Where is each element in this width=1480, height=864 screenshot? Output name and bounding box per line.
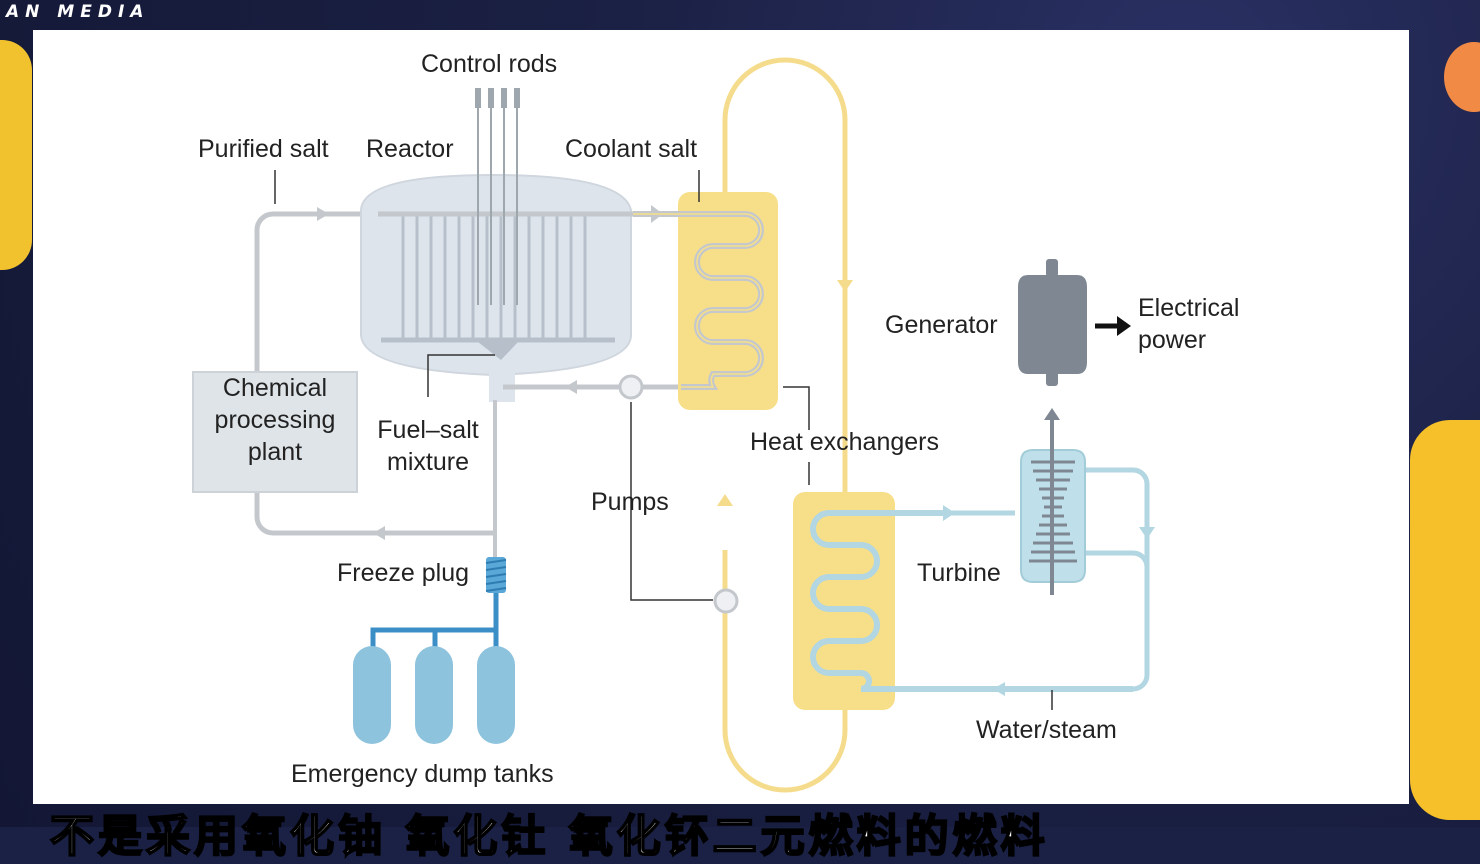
label-turbine: Turbine — [917, 559, 1001, 587]
leader-lines — [274, 170, 1053, 710]
label-reactor: Reactor — [366, 135, 454, 163]
label-electrical-line2: power — [1138, 326, 1207, 354]
dump-manifold — [370, 593, 499, 648]
dump-tank-1 — [353, 646, 391, 744]
reactor-vessel — [360, 173, 632, 377]
secondary-pump — [713, 588, 739, 614]
primary-pump — [618, 374, 644, 400]
left-planet-decoration — [0, 40, 32, 270]
water-return-arrow — [993, 682, 1005, 696]
label-pumps: Pumps — [591, 488, 669, 516]
generator-body — [1018, 275, 1087, 374]
loop-arrow-down — [1139, 527, 1155, 539]
label-freeze-plug: Freeze plug — [337, 559, 470, 587]
label-fuel-salt-line1: Fuel–salt — [377, 416, 479, 444]
channel-watermark: AN MEDIA — [6, 2, 150, 22]
subtitle-caption: 不是采用氧化铀 氧化钍 氧化钚二元燃料的燃料 — [49, 810, 1049, 863]
fuel-channels — [401, 215, 587, 338]
label-control-rods: Control rods — [421, 50, 558, 78]
coolant-flow-arrow-down — [837, 280, 853, 292]
label-chemical-line2: processing — [214, 406, 336, 434]
label-electrical-line1: Electrical — [1138, 294, 1240, 322]
reactor-outlet — [489, 360, 515, 402]
label-generator: Generator — [885, 311, 998, 339]
chemical-processing-plant-box — [192, 371, 358, 493]
label-heat-exchangers: Heat exchangers — [750, 428, 940, 456]
label-electrical-power: Electrical power — [1138, 292, 1239, 356]
dump-tank-3 — [477, 646, 515, 744]
label-emergency-dump-tanks: Emergency dump tanks — [291, 760, 554, 788]
label-fuel-salt-line2: mixture — [387, 448, 469, 476]
coolant-flow-arrow-up — [717, 494, 733, 506]
label-fuel-salt-mixture: Fuel–salt mixture — [368, 414, 488, 478]
return-flow-arrow-left — [373, 526, 385, 540]
label-chemical-line3: plant — [247, 438, 303, 466]
label-chemical-processing-plant: Chemical processing plant — [193, 372, 357, 468]
hx-return-arrow — [565, 380, 577, 394]
shaft-arrow-up — [1044, 408, 1060, 420]
diagram-slide: Control rods Purified salt Reactor Coola… — [33, 30, 1409, 804]
label-chemical-line1: Chemical — [222, 374, 328, 402]
control-rods — [475, 88, 520, 305]
label-coolant-salt: Coolant salt — [565, 135, 698, 163]
right-mascot-decoration — [1410, 420, 1480, 820]
power-arrow-head — [1117, 316, 1131, 336]
label-purified-salt: Purified salt — [198, 135, 329, 163]
secondary-heat-exchanger — [793, 492, 895, 710]
secondary-hx-coil — [810, 510, 1133, 692]
water-steam-loop — [948, 467, 1150, 692]
coolant-salt-loop — [722, 57, 848, 793]
dump-tank-2 — [415, 646, 453, 744]
reactor-funnel — [478, 342, 518, 360]
purified-flow-arrow-right — [317, 207, 329, 221]
label-water-steam: Water/steam — [976, 716, 1117, 744]
reactor-diagram — [192, 57, 1155, 793]
